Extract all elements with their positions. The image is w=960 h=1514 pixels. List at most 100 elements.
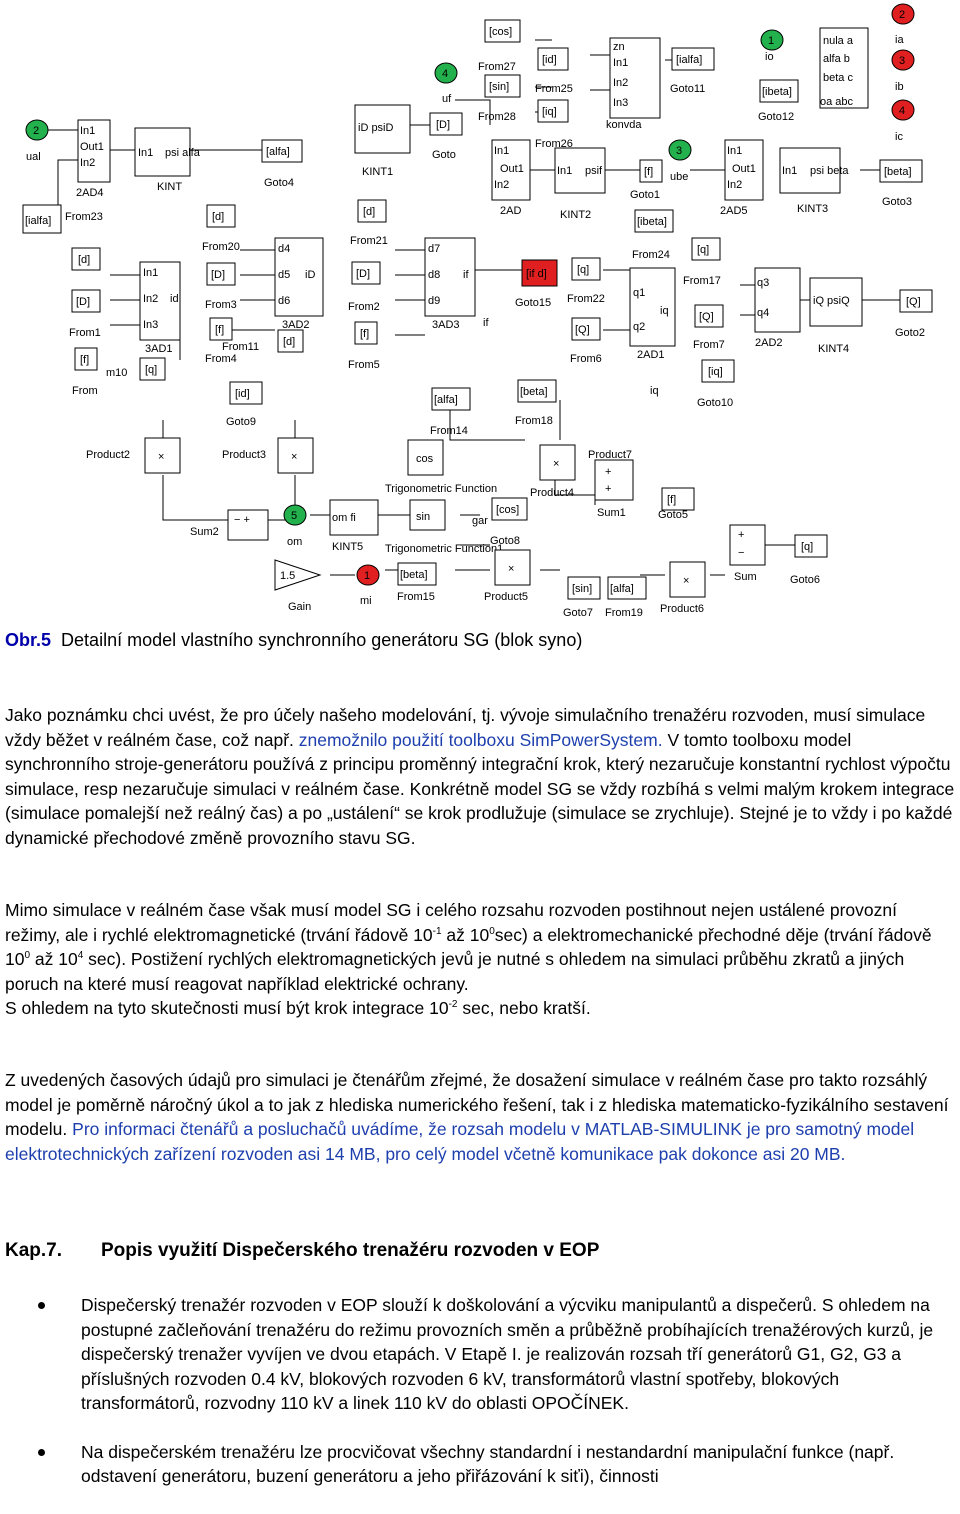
port-label: 5 bbox=[291, 510, 297, 522]
block-label: In2 bbox=[143, 293, 158, 305]
block-label: [D] bbox=[76, 296, 90, 308]
paragraph-realtime: Jako poznámku chci uvést, že pro účely n… bbox=[5, 703, 955, 850]
block-label: [beta] bbox=[520, 386, 548, 398]
block-label: Sum1 bbox=[597, 507, 626, 519]
lower-blocks: × Product2 × Product3 [alfa] From14 [bet… bbox=[86, 379, 828, 619]
paragraph-time-scales: Mimo simulace v reálném čase však musí m… bbox=[5, 898, 955, 1021]
block-label: Goto6 bbox=[790, 574, 820, 586]
exponent: 4 bbox=[77, 950, 84, 962]
para2-text: sec). Postižení rychlých elektromagnetic… bbox=[5, 949, 905, 994]
block-label: id bbox=[170, 293, 179, 305]
exponent: -1 bbox=[432, 925, 442, 937]
svg-text:×: × bbox=[553, 458, 559, 470]
block-label: [cos] bbox=[496, 504, 519, 516]
port-label: 3 bbox=[899, 55, 905, 67]
block-label: zn bbox=[613, 41, 625, 53]
block-label: [ibeta] bbox=[762, 86, 792, 98]
block-label: KINT3 bbox=[797, 203, 828, 215]
top-row-blocks: [cos] From27 [sin] From25 From28 [id] [i… bbox=[478, 19, 904, 143]
svg-text:+: + bbox=[605, 483, 611, 495]
block-label: From23 bbox=[65, 211, 103, 223]
block-label: Goto4 bbox=[264, 177, 294, 189]
block-label: From15 bbox=[397, 591, 435, 603]
block-label: KINT5 bbox=[332, 541, 363, 553]
block-label: [d] bbox=[78, 254, 90, 266]
block-label: iq bbox=[660, 305, 669, 317]
block-label: q4 bbox=[757, 307, 769, 319]
block-label: [q] bbox=[145, 364, 157, 376]
block-label: In1 bbox=[557, 165, 572, 177]
exponent: 0 bbox=[24, 950, 31, 962]
block-label: [sin] bbox=[489, 81, 509, 93]
block-label: d9 bbox=[428, 295, 440, 307]
block-label: From1 bbox=[69, 327, 101, 339]
block-label: Trigonometric Function bbox=[385, 483, 497, 495]
simulink-diagram: [cos] From27 [sin] From25 From28 [id] [i… bbox=[0, 0, 960, 620]
block-label: Goto2 bbox=[895, 327, 925, 339]
bullet-list: Dispečerský trenažér rozvoden v EOP slou… bbox=[0, 1293, 960, 1489]
block-label: 1.5 bbox=[280, 570, 295, 582]
exponent: -2 bbox=[448, 999, 458, 1011]
para2-text: S ohledem na tyto skutečnosti musí být k… bbox=[5, 998, 449, 1018]
list-item: Na dispečerském trenažéru lze procvičova… bbox=[0, 1440, 960, 1489]
block-label: alfa b bbox=[823, 53, 850, 65]
block-label: [f] bbox=[215, 324, 224, 336]
block-label: [f] bbox=[667, 494, 676, 506]
block-label: In2 bbox=[613, 77, 628, 89]
block-label: 3AD3 bbox=[432, 319, 460, 331]
port-label: 2 bbox=[33, 125, 39, 137]
block-label: [ialfa] bbox=[676, 54, 702, 66]
block-label: if bbox=[463, 269, 469, 281]
block-label: [alfa] bbox=[434, 394, 458, 406]
para1-text-d: Konkrétně model SG se vždy rozbíhá s vel… bbox=[5, 778, 955, 848]
block-label: Product6 bbox=[660, 603, 704, 615]
block-label: [cos] bbox=[489, 26, 512, 38]
block-label: io bbox=[765, 51, 774, 63]
block-label: m10 bbox=[106, 367, 127, 379]
block-label: [D] bbox=[356, 268, 370, 280]
block-label: Goto1 bbox=[630, 189, 660, 201]
block-label: Goto bbox=[432, 149, 456, 161]
block-label: Out1 bbox=[732, 163, 756, 175]
block-label: In1 bbox=[143, 267, 158, 279]
bullet-icon bbox=[38, 1448, 45, 1456]
block-label: [id] bbox=[542, 54, 557, 66]
block-label: From bbox=[72, 385, 98, 397]
svg-text:×: × bbox=[291, 451, 297, 463]
block-label: q3 bbox=[757, 277, 769, 289]
para2-text: až 10 bbox=[30, 949, 78, 969]
block-label: [Q] bbox=[906, 296, 921, 308]
block-label: Product2 bbox=[86, 449, 130, 461]
block-label: d7 bbox=[428, 243, 440, 255]
block-label: Goto9 bbox=[226, 416, 256, 428]
block-label: From19 bbox=[605, 607, 643, 619]
block-label: In1 bbox=[138, 147, 153, 159]
block-label: In2 bbox=[80, 157, 95, 169]
block-label: iq bbox=[650, 385, 659, 397]
chapter-title: Popis využití Dispečerského trenažéru ro… bbox=[101, 1240, 600, 1261]
para1-text-c: V tomto toolboxu model synchronního stro… bbox=[5, 729, 951, 799]
block-label: om bbox=[287, 536, 302, 548]
block-label: Product3 bbox=[222, 449, 266, 461]
block-label: d4 bbox=[278, 243, 290, 255]
block-label: iD psiD bbox=[358, 122, 394, 134]
block-label: [q] bbox=[801, 541, 813, 553]
block-label: ib bbox=[895, 81, 904, 93]
block-label: Product4 bbox=[530, 487, 574, 499]
block-label: uf bbox=[442, 93, 452, 105]
para1-text-a: Jako poznámku chci uvést, že pro účely n… bbox=[5, 705, 727, 725]
para3-text: Z uvedených časových údajů pro simulaci … bbox=[5, 1070, 949, 1139]
port-label: 4 bbox=[899, 105, 905, 117]
block-label: [Q] bbox=[575, 324, 590, 336]
block-label: From27 bbox=[478, 61, 516, 73]
block-label: cos bbox=[416, 453, 434, 465]
block-label: [beta] bbox=[884, 166, 912, 178]
block-label: 2AD1 bbox=[637, 349, 665, 361]
block-label: From21 bbox=[350, 235, 388, 247]
figure-caption: Obr.5 Detailní model vlastního synchronn… bbox=[5, 630, 582, 651]
middle-upper-blocks: uf iD psiD KINT1 [D] Goto From26 In1 Out… bbox=[354, 93, 923, 261]
block-label: d6 bbox=[278, 295, 290, 307]
bullet-icon bbox=[38, 1302, 45, 1309]
block-label: [iq] bbox=[708, 366, 723, 378]
block-label: mi bbox=[360, 595, 372, 607]
